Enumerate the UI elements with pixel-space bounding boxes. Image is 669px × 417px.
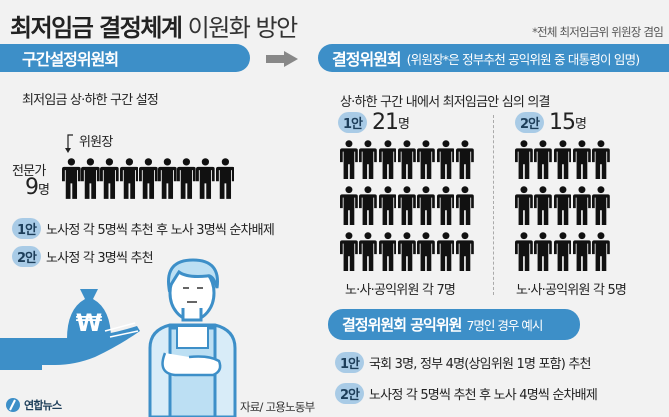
person-icon	[554, 232, 572, 272]
person-icon	[177, 158, 196, 200]
range-committee-header: 구간설정위원회	[0, 44, 250, 72]
plan-count: 21	[372, 110, 399, 135]
person-icon	[62, 158, 81, 200]
experts-number: 9	[25, 175, 39, 200]
person-icon	[398, 186, 416, 226]
page-title: 최저임금 결정체계 이원화 방안	[10, 8, 299, 43]
person-icon	[340, 186, 358, 226]
worker-illustration	[148, 258, 237, 417]
person-icon	[534, 232, 552, 272]
plan-count: 15	[549, 110, 576, 135]
money-bag-icon: ₩	[67, 289, 111, 339]
plan-badge: 1안	[338, 112, 368, 133]
person-icon	[456, 186, 474, 226]
plan-badge: 2안	[515, 112, 545, 133]
option-text: 노사정 각 3명씩 추천	[46, 251, 154, 266]
person-icon	[515, 140, 533, 180]
left-option-1: 1안 노사정 각 5명씩 추천 후 노사 3명씩 순차배제	[12, 218, 275, 239]
decision-committee-header: 결정위원회(위원장*은 정부추천 공익위원 중 대통령이 임명)	[318, 44, 669, 72]
bottom-option-2: 2안 노사정 각 5명씩 추천 후 노사 4명씩 순차배제	[335, 383, 598, 404]
person-icon	[359, 140, 377, 180]
person-icon	[196, 158, 215, 200]
experts-label: 전문가	[12, 164, 46, 179]
person-icon	[456, 232, 474, 272]
range-committee-description: 최저임금 상·하한 구간 설정	[22, 93, 159, 108]
person-icon	[515, 186, 533, 226]
person-icon	[398, 232, 416, 272]
option-badge: 2안	[12, 246, 42, 267]
person-icon	[379, 232, 397, 272]
option-badge: 1안	[335, 352, 365, 373]
person-icon	[417, 186, 435, 226]
person-icon	[534, 140, 552, 180]
left-option-2: 2안 노사정 각 3명씩 추천	[12, 246, 154, 267]
decision-committee-title: 결정위원회	[332, 50, 402, 69]
person-icon	[592, 140, 610, 180]
person-icon	[216, 158, 235, 200]
divider	[493, 115, 494, 295]
plan-1-caption: 노·사·공익위원 각 7명	[345, 283, 456, 298]
option-text: 국회 3명, 정부 4명(상임위원 1명 포함) 추천	[369, 357, 591, 372]
person-icon	[340, 232, 358, 272]
person-icon	[417, 140, 435, 180]
bottom-option-1: 1안 국회 3명, 정부 4명(상임위원 1명 포함) 추천	[335, 352, 592, 373]
hand-money-bag-illustration: ₩	[0, 289, 140, 370]
hand-icon	[0, 322, 140, 370]
person-icon	[437, 140, 455, 180]
experts-unit: 명	[38, 183, 50, 198]
option-text: 노사정 각 5명씩 추천 후 노사 4명씩 순차배제	[369, 388, 598, 403]
public-members-header: 결정위원회 공익위원 7명인 경우 예시	[328, 309, 580, 340]
experts-count: 9명	[25, 175, 50, 200]
option-badge: 2안	[335, 383, 365, 404]
person-icon	[554, 186, 572, 226]
person-icon	[81, 158, 100, 200]
person-icon	[379, 140, 397, 180]
person-icon	[359, 186, 377, 226]
title-bold: 최저임금 결정체계	[10, 14, 183, 42]
arrow-right-icon	[266, 51, 298, 67]
source: 자료/ 고용노동부	[240, 400, 315, 414]
person-icon	[437, 186, 455, 226]
person-icon	[592, 232, 610, 272]
person-icon	[592, 186, 610, 226]
chair-label: 위원장	[79, 135, 113, 150]
person-icon	[515, 232, 533, 272]
person-icon	[398, 140, 416, 180]
decision-committee-subtitle: (위원장*은 정부추천 공익위원 중 대통령이 임명)	[406, 51, 641, 67]
public-members-subtitle: 7명인 경우 예시	[466, 318, 543, 333]
person-icon	[554, 140, 572, 180]
logo: 연합뉴스	[5, 397, 62, 413]
person-icon	[573, 232, 591, 272]
option-badge: 1안	[12, 218, 42, 239]
person-icon	[417, 232, 435, 272]
public-members-title: 결정위원회 공익위원	[342, 316, 462, 334]
person-icon	[456, 140, 474, 180]
person-icon	[158, 158, 177, 200]
plan-2-caption: 노·사·공익위원 각 5명	[516, 283, 627, 298]
person-icon	[100, 158, 119, 200]
person-icon	[120, 158, 139, 200]
option-text: 노사정 각 5명씩 추천 후 노사 3명씩 순차배제	[46, 223, 275, 238]
title-light: 이원화 방안	[187, 14, 299, 42]
person-icon	[534, 186, 552, 226]
footnote: *전체 최저임금위 위원장 겸임	[532, 25, 664, 39]
logo-text: 연합뉴스	[24, 399, 62, 412]
svg-text:₩: ₩	[76, 309, 103, 337]
person-icon	[437, 232, 455, 272]
plan-unit: 명	[575, 117, 587, 132]
chair-arrow-icon	[65, 134, 73, 153]
decision-committee-description: 상·하한 구간 내에서 최저임금안 심의 의결	[340, 95, 551, 110]
person-icon	[359, 232, 377, 272]
plan-unit: 명	[398, 117, 410, 132]
person-icon	[340, 140, 358, 180]
person-icon	[573, 140, 591, 180]
person-icon	[379, 186, 397, 226]
logo-icon	[6, 398, 20, 412]
person-icon	[139, 158, 158, 200]
person-icon	[573, 186, 591, 226]
